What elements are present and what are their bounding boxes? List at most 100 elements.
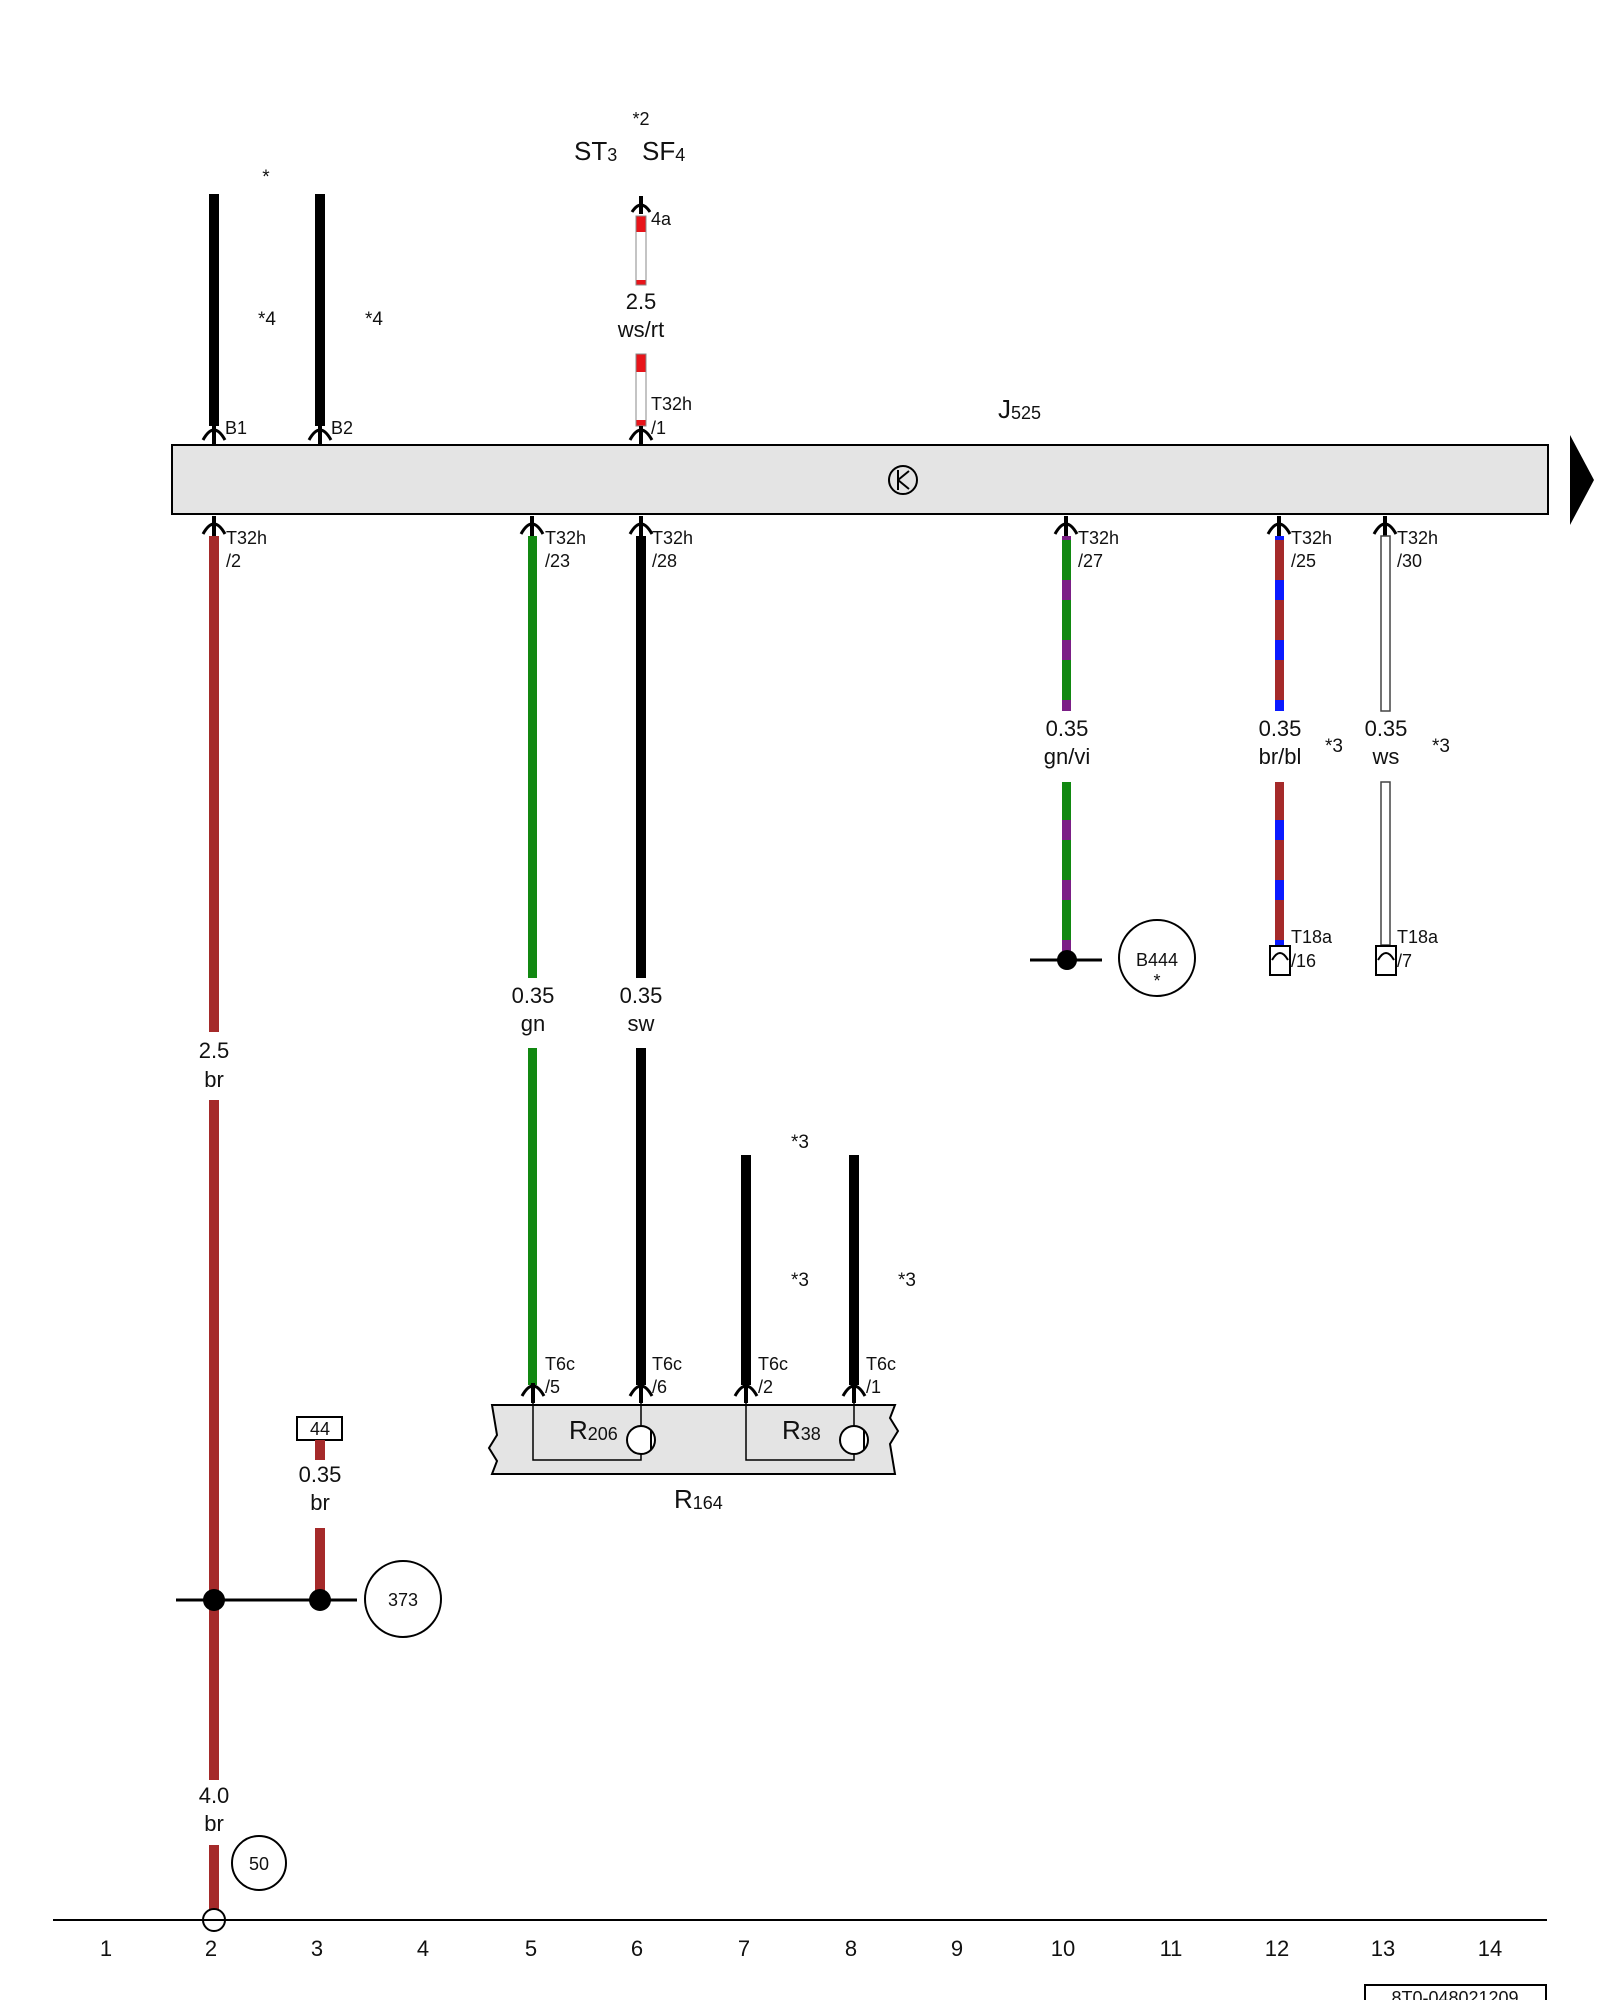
wire-t32h-27-gnvi: 0.35 gn/vi B444 * [1030, 536, 1196, 997]
pin-t32h-28-connector-icon [628, 516, 654, 536]
pin-t6c-5-connector-icon [520, 1383, 546, 1403]
r164-box [487, 1404, 900, 1475]
control-unit-j525: J525 [171, 394, 1594, 525]
wire-t32h-25-brbl: 0.35 br/bl *3 T18a /16 [1259, 536, 1343, 976]
sf4-label: SF4 [642, 136, 685, 166]
pin-b2-label: B2 [331, 418, 353, 438]
wire-b1 [209, 194, 219, 426]
pin-t6c-2-connector-icon [733, 1383, 759, 1403]
wire-t32h-2-color: br [204, 1067, 224, 1092]
column-12: 12 [1265, 1936, 1289, 1961]
t6c-5-pin: /5 [545, 1377, 560, 1397]
t18a-16-conn: T18a [1291, 927, 1333, 947]
t32h-27-conn: T32h [1078, 528, 1119, 548]
ref-373-label: 373 [388, 1590, 418, 1610]
junction-col2-icon [203, 1589, 225, 1611]
t32h-25-pin: /25 [1291, 551, 1316, 571]
column-7: 7 [738, 1936, 750, 1961]
column-14: 14 [1478, 1936, 1502, 1961]
r164-note-top: *3 [791, 1132, 809, 1153]
doc-id: 8T0-048021209 [1391, 1988, 1518, 2000]
pin-b1-label: B1 [225, 418, 247, 438]
st3-label: ST3 [574, 136, 617, 166]
pin-b2-connector-icon [307, 426, 333, 445]
column-13: 13 [1371, 1936, 1395, 1961]
pin-t32h-2-connector-icon [201, 516, 227, 536]
header: *2 ST3 SF4 * [262, 109, 685, 188]
wire-t32h-30-color: ws [1372, 744, 1400, 769]
t18a-16-pin: /16 [1291, 951, 1316, 971]
r164-label: R164 [674, 1484, 723, 1514]
t6c-2-pin: /2 [758, 1377, 773, 1397]
top-wire-b1: *4 [209, 194, 276, 426]
t32h-23-pin: /23 [545, 551, 570, 571]
r38-label: R38 [782, 1415, 821, 1445]
ground-ref-b444-label: B444 [1136, 950, 1178, 970]
wire-ws-rt-upper [635, 215, 647, 286]
j525-label: J525 [998, 394, 1041, 424]
wire-t32h-30-ws: 0.35 ws *3 T18a /7 [1365, 535, 1450, 976]
t18a-7-conn: T18a [1397, 927, 1439, 947]
t6c-2-conn: T6c [758, 1354, 788, 1374]
continuation-arrow-icon [1570, 435, 1594, 525]
wire-t32h-23-size: 0.35 [512, 983, 555, 1008]
doc-id-box: 8T0-048021209 [1364, 1984, 1547, 2000]
branch-color: br [310, 1490, 330, 1515]
pin-t32h-25-connector-icon [1266, 516, 1292, 536]
t32h-1-pin: /1 [651, 418, 666, 438]
t6c-5-conn: T6c [545, 1354, 575, 1374]
pin-t32h-27-connector-icon [1053, 516, 1079, 536]
b1-note: *4 [258, 309, 276, 330]
pin-t6c-6-connector-icon [628, 1383, 654, 1403]
column-10: 10 [1051, 1936, 1075, 1961]
column-1: 1 [100, 1936, 112, 1961]
pin-t32h-1-connector-icon [628, 426, 654, 445]
r38-sensor-icon [839, 1425, 869, 1455]
wire-t32h-2-size: 2.5 [199, 1038, 230, 1063]
t6c-6-pin: /6 [652, 1377, 667, 1397]
wire-t32h-28-color: sw [628, 1011, 655, 1036]
column-8: 8 [845, 1936, 857, 1961]
column-6: 6 [631, 1936, 643, 1961]
wire-t32h-28-sw: 0.35 sw [620, 536, 662, 1385]
wire-4a-color: ws/rt [617, 317, 664, 342]
t32h-30-pin: /30 [1397, 551, 1422, 571]
t6c-1-pin: /1 [866, 1377, 881, 1397]
b2-note: *4 [365, 309, 383, 330]
wire-t32h-25-note: *3 [1325, 736, 1343, 757]
wire-t32h-25-size: 0.35 [1259, 716, 1302, 741]
ground-ref-b444-note: * [1153, 971, 1160, 991]
connector-t18a-7-icon [1375, 945, 1397, 976]
t32h-23-conn: T32h [545, 528, 586, 548]
pin-b1-connector-icon [201, 426, 227, 445]
column-2: 2 [205, 1936, 217, 1961]
t32h-2-pin: /2 [226, 551, 241, 571]
top-wire-b2: *4 [315, 194, 383, 426]
header-note: *2 [632, 109, 649, 129]
t6c-6-conn: T6c [652, 1354, 682, 1374]
r206-label: R206 [569, 1415, 618, 1445]
top-asterisk-note: * [262, 167, 270, 188]
column-9: 9 [951, 1936, 963, 1961]
column-5: 5 [525, 1936, 537, 1961]
column-11: 11 [1160, 1936, 1183, 1961]
ref-50-label: 50 [249, 1854, 269, 1874]
column-3: 3 [311, 1936, 323, 1961]
t18a-7-pin: /7 [1397, 951, 1412, 971]
t32h-27-pin: /27 [1078, 551, 1103, 571]
ground-ref-b444-circle [1118, 919, 1196, 997]
wire-t32h-27-color: gn/vi [1044, 744, 1090, 769]
main-feed-color: br [204, 1811, 224, 1836]
junction-col3-icon [309, 1589, 331, 1611]
top-pin-connectors: B1 B2 [201, 418, 654, 445]
wire-t32h-25-color: br/bl [1259, 744, 1302, 769]
t32h-2-conn: T32h [226, 528, 267, 548]
r206-sensor-icon [626, 1425, 656, 1455]
wire-t32h-2-br: 2.5 br 4.0 br 50 [199, 536, 287, 1932]
pin-t32h-30-connector-icon [1372, 516, 1398, 536]
ground-b444-junction [1057, 950, 1077, 970]
pin-t6c-1-connector-icon [841, 1383, 867, 1403]
t32h-28-pin: /28 [652, 551, 677, 571]
t32h-1-conn: T32h [651, 394, 692, 414]
